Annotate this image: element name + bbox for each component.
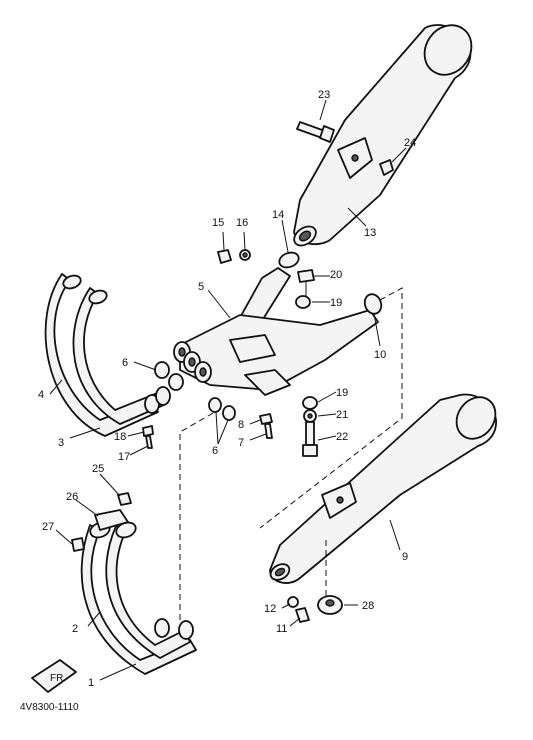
bolt-22 <box>302 421 318 457</box>
exhaust-pipes-upper <box>44 273 171 437</box>
flange-26 <box>94 509 129 531</box>
callout-18: 18 <box>114 431 126 443</box>
lower-muffler <box>269 393 497 584</box>
nut-25 <box>117 492 132 506</box>
callout-6-upper: 6 <box>122 357 128 369</box>
clamp-10 <box>363 293 383 315</box>
callout-4: 4 <box>38 389 44 401</box>
gaskets-6-lower <box>208 397 236 421</box>
gasket-14 <box>278 251 300 269</box>
bolt-23 <box>296 121 335 143</box>
washer-16 <box>239 249 251 261</box>
nut-27 <box>71 537 85 552</box>
bolt-18-17 <box>142 425 154 449</box>
gaskets-6-upper <box>154 361 184 391</box>
leader-lines <box>49 99 407 681</box>
callout-19-upper: 19 <box>330 297 342 309</box>
callout-7: 7 <box>238 437 244 449</box>
callout-20: 20 <box>330 269 342 281</box>
washer-12 <box>287 596 299 608</box>
callout-10: 10 <box>374 349 386 361</box>
bolt-8-7 <box>259 413 273 439</box>
callout-6-lower: 6 <box>212 445 218 457</box>
callout-28: 28 <box>362 600 374 612</box>
callout-16: 16 <box>236 217 248 229</box>
nut-19-lower <box>302 396 318 410</box>
exhaust-pipes-lower <box>80 521 197 675</box>
callout-13: 13 <box>364 227 376 239</box>
callout-1: 1 <box>88 677 94 689</box>
callout-22: 22 <box>336 431 348 443</box>
upper-muffler <box>293 24 473 247</box>
callout-labels: 23 24 13 15 16 14 5 20 19 10 6 4 3 6 8 7… <box>38 89 416 689</box>
callout-15: 15 <box>212 217 224 229</box>
callout-23: 23 <box>318 89 330 101</box>
callout-17: 17 <box>118 451 130 463</box>
callout-11: 11 <box>276 623 287 635</box>
callout-24: 24 <box>404 137 416 149</box>
callout-8-left: 8 <box>238 419 244 431</box>
callout-26: 26 <box>66 491 78 503</box>
callout-25: 25 <box>92 463 104 475</box>
damper-28 <box>317 595 343 615</box>
nut-19-upper <box>295 295 311 309</box>
callout-2: 2 <box>72 623 78 635</box>
crossover-pipe-assembly <box>173 267 379 396</box>
washer-21 <box>303 409 317 423</box>
callout-21: 21 <box>336 409 348 421</box>
nut-15 <box>217 249 232 264</box>
nut-24 <box>379 159 394 176</box>
front-badge-label: FR <box>50 673 63 684</box>
callout-27: 27 <box>42 521 54 533</box>
callout-5: 5 <box>198 281 204 293</box>
diagram-code: 4V8300-1110 <box>20 702 79 713</box>
callout-9: 9 <box>402 551 408 563</box>
callout-19-lower: 19 <box>336 387 348 399</box>
front-arrow-icon: FR <box>31 659 77 693</box>
callout-3: 3 <box>58 437 64 449</box>
callout-12: 12 <box>264 603 276 615</box>
callout-14: 14 <box>272 209 284 221</box>
bolt-20 <box>297 269 315 296</box>
